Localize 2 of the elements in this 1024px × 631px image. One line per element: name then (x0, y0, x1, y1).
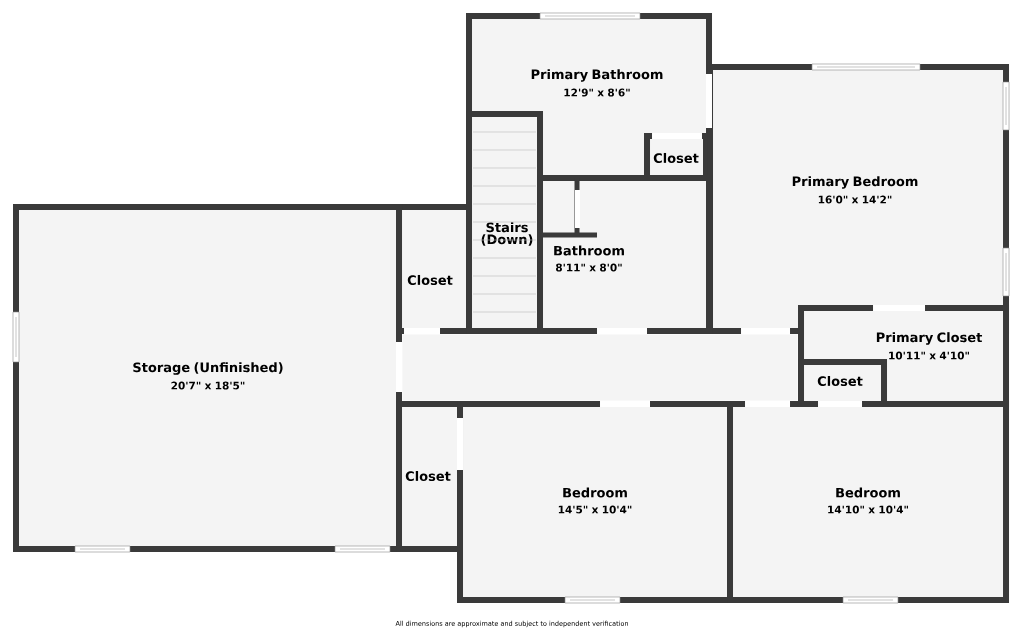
room: Storage (Unfinished) 20'7" x 18'5" (13, 204, 402, 552)
room: Closet (644, 133, 709, 181)
